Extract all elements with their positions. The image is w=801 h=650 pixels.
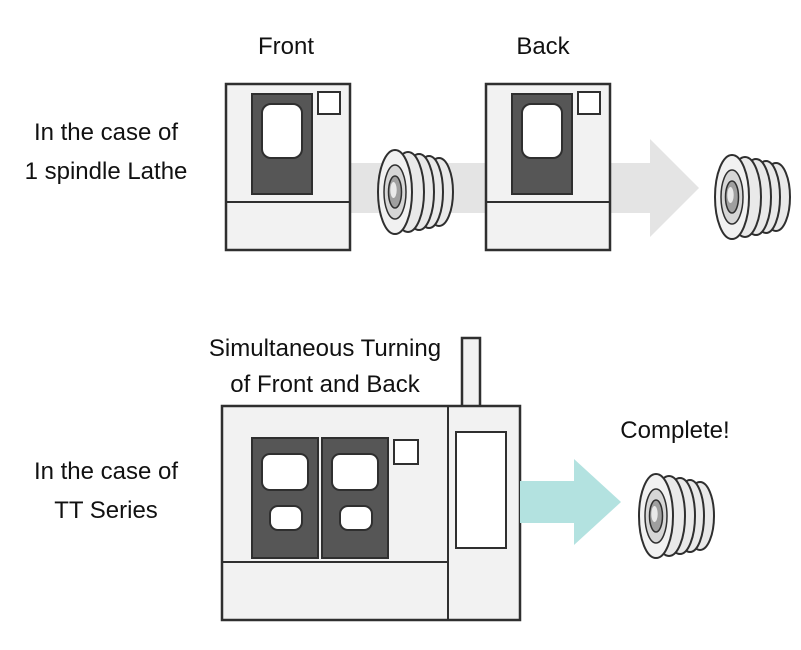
workpiece-finished-bottom-icon xyxy=(638,473,715,559)
top-case-label-line1: In the case of xyxy=(33,119,179,146)
lathe-machine-back xyxy=(484,82,612,252)
workpiece-finished-top-icon xyxy=(714,154,791,240)
heading-line1: Simultaneous Turning xyxy=(208,335,442,362)
workpiece-in-process-icon xyxy=(377,149,454,235)
top-case-label-line2: 1 spindle Lathe xyxy=(24,158,188,185)
machine-control-panel xyxy=(393,439,419,465)
simultaneous-turning-heading: Simultaneous Turning of Front and Back xyxy=(180,331,470,403)
bottom-case-label: In the case of TT Series xyxy=(8,452,204,530)
back-label: Back xyxy=(516,33,570,60)
door-window-small xyxy=(269,505,303,531)
tt-series-machine xyxy=(220,336,522,622)
complete-arrow xyxy=(520,459,621,545)
top-case-label: In the case of 1 spindle Lathe xyxy=(8,113,204,191)
bottom-case-label-line1: In the case of xyxy=(33,458,179,485)
door-window xyxy=(331,453,379,491)
complete-label: Complete! xyxy=(620,417,730,444)
door-window-small xyxy=(339,505,373,531)
heading-line2: of Front and Back xyxy=(230,371,420,398)
lathe-machine-front xyxy=(224,82,352,252)
bottom-case-label-line2: TT Series xyxy=(54,497,158,524)
front-label: Front xyxy=(257,33,314,60)
machine-side-cabinet xyxy=(455,431,507,549)
door-window xyxy=(261,453,309,491)
